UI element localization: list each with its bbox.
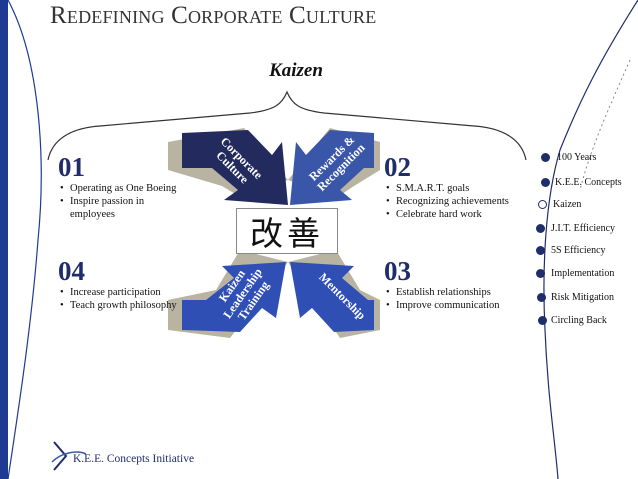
quadrant-04-number: 04 — [58, 256, 85, 286]
arrow-rewards-recognition — [290, 130, 374, 205]
timeline-dot[interactable] — [537, 293, 546, 302]
timeline-dotted-line — [579, 59, 631, 191]
left-accent-bar — [0, 0, 8, 479]
timeline-item-kee-concepts[interactable]: K.E.E. Concepts — [555, 177, 622, 188]
quadrant-02-number: 02 — [384, 152, 411, 182]
timeline-line — [543, 0, 638, 479]
timeline-item-circling-back[interactable]: Circling Back — [551, 315, 607, 326]
list-item: Increase participation — [58, 286, 198, 299]
timeline-dot[interactable] — [541, 153, 550, 162]
timeline-item-jit-efficiency[interactable]: J.I.T. Efficiency — [551, 223, 616, 234]
footer-initiative-label: K.E.E. Concepts Initiative — [73, 453, 195, 465]
timeline-dot[interactable] — [536, 269, 545, 278]
kaizen-brace — [47, 90, 527, 161]
quadrant-02-list: S.M.A.R.T. goals Recognizing achievement… — [384, 182, 524, 221]
left-decorative-arc — [7, 0, 42, 479]
list-item: Teach growth philosophy — [58, 299, 198, 312]
kaizen-heading: Kaizen — [269, 60, 323, 81]
kaizen-kanji: 改善 — [236, 208, 338, 254]
quadrant-04-list: Increase participation Teach growth phil… — [58, 286, 198, 312]
quadrant-03-number: 03 — [384, 256, 411, 286]
quadrant-01-number: 01 — [58, 152, 85, 182]
timeline-item-100-years[interactable]: 100 Years — [557, 152, 597, 163]
list-item: Inspire passion in employees — [58, 195, 178, 221]
arrow-corporate-culture — [182, 130, 288, 205]
timeline-dot[interactable] — [541, 178, 550, 187]
list-item: S.M.A.R.T. goals — [384, 182, 524, 195]
kee-logo-icon — [51, 441, 87, 471]
timeline-item-implementation[interactable]: Implementation — [551, 268, 615, 279]
timeline-item-kaizen[interactable]: Kaizen — [553, 199, 582, 210]
timeline-dot[interactable] — [536, 224, 545, 233]
arrow-kaizen-leadership — [182, 262, 286, 332]
list-item: Operating as One Boeing — [58, 182, 178, 195]
timeline-dot[interactable] — [538, 316, 547, 325]
list-item: Establish relationships — [384, 286, 524, 299]
timeline-item-5s-efficiency[interactable]: 5S Efficiency — [551, 245, 606, 256]
timeline-item-risk-mitigation[interactable]: Risk Mitigation — [551, 292, 615, 303]
quadrant-03-list: Establish relationships Improve communic… — [384, 286, 524, 312]
list-item: Improve communication — [384, 299, 524, 312]
list-item: Celebrate hard work — [384, 208, 524, 221]
page-title: Redefining Corporate Culture — [50, 2, 377, 29]
quadrant-01-list: Operating as One Boeing Inspire passion … — [58, 182, 178, 221]
timeline-dot-open[interactable] — [538, 200, 547, 209]
list-item: Recognizing achievements — [384, 195, 524, 208]
arrow-mentorship — [290, 262, 374, 332]
timeline-dot[interactable] — [536, 246, 545, 255]
